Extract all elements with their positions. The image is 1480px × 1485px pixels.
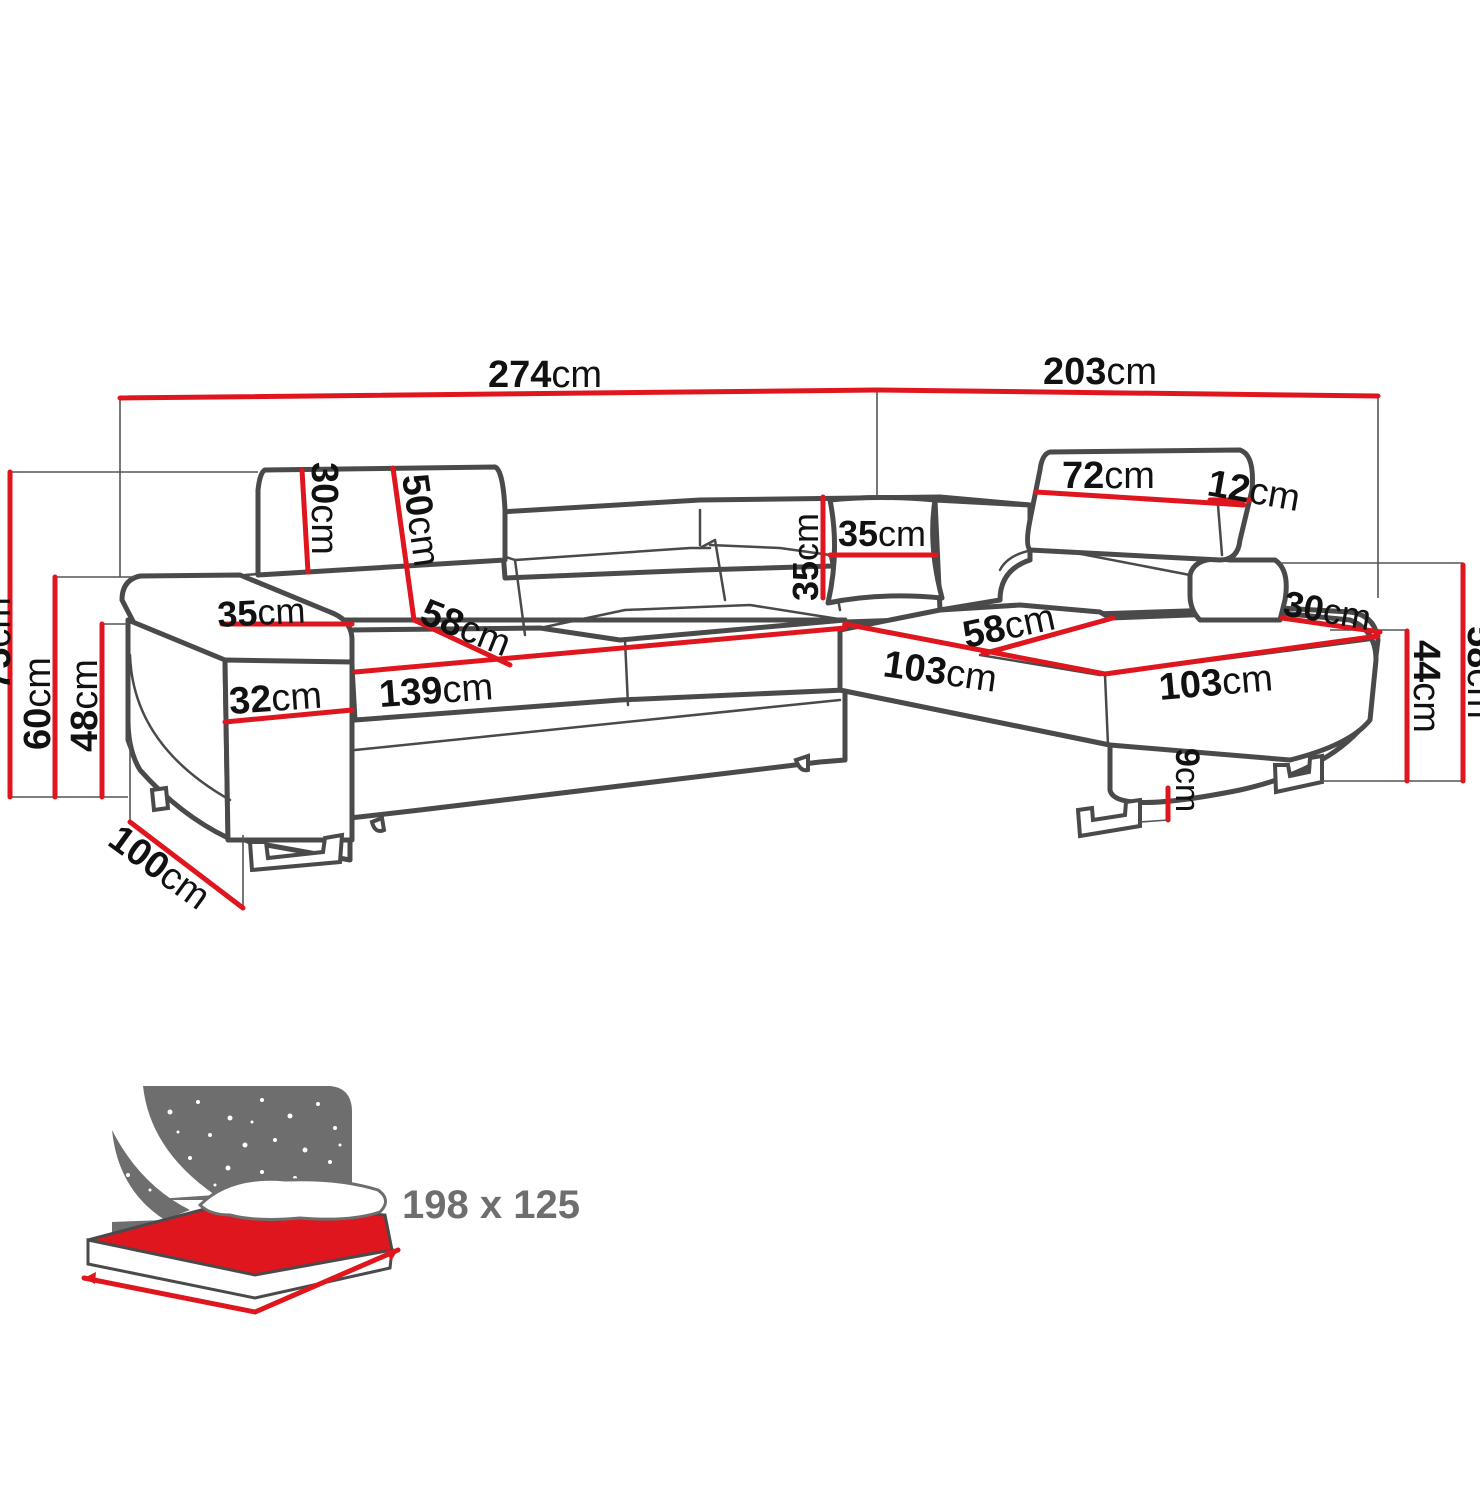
moon-cut-shape	[143, 1086, 215, 1200]
label-274: 274cm	[488, 354, 602, 396]
label-35-pillow-h: 35cm	[785, 513, 826, 601]
dim-line-30-right	[1279, 615, 1383, 635]
label-9: 9cm	[1168, 748, 1206, 812]
label-58-back: 58cm	[1459, 626, 1480, 719]
label-72: 72cm	[1062, 455, 1155, 497]
label-58-right: 58cm	[959, 596, 1059, 656]
label-12: 12cm	[1204, 463, 1303, 521]
dim-line-103-length	[1102, 633, 1381, 677]
label-50: 50cm	[393, 471, 448, 569]
label-35-pillow-w: 35cm	[838, 513, 926, 554]
label-139: 139cm	[378, 666, 495, 716]
dim-line-203	[874, 387, 1381, 399]
sofa-drawing	[119, 447, 1381, 873]
label-48: 48cm	[64, 659, 106, 752]
dim-line-30-headrest	[299, 467, 311, 575]
width-arrow	[81, 1247, 401, 1315]
bed-size-label: 198 x 125	[402, 1183, 580, 1227]
dim-line-103-chaise	[842, 621, 1108, 677]
dim-line-58-right	[980, 615, 1116, 657]
pillow-shape	[197, 1177, 387, 1221]
label-30-headrest: 30cm	[303, 462, 345, 555]
label-32: 32cm	[228, 675, 324, 723]
label-30-right: 30cm	[1281, 583, 1375, 639]
label-103-chaise: 103cm	[881, 643, 1000, 700]
dimension-lines	[7, 387, 1466, 911]
sleeping-area-icon: 198 x 125	[81, 1086, 580, 1315]
label-75: 75cm	[0, 597, 19, 690]
dim-line-100	[127, 819, 246, 911]
dim-line-274	[117, 387, 880, 401]
stars	[126, 1098, 342, 1202]
label-100: 100cm	[101, 817, 218, 918]
dim-line-72	[1033, 489, 1247, 508]
dim-line-139	[352, 625, 848, 675]
label-35-arm: 35cm	[216, 589, 306, 635]
dim-line-32	[222, 707, 355, 725]
extension-lines	[10, 390, 1463, 908]
dim-line-50	[390, 465, 417, 623]
label-103-length: 103cm	[1157, 657, 1274, 709]
label-44: 44cm	[1405, 640, 1447, 733]
dimension-labels: 274cm 203cm 30cm 50cm 35cm 58cm 32cm 139…	[0, 351, 1480, 918]
label-203: 203cm	[1043, 351, 1157, 393]
label-60: 60cm	[17, 657, 59, 750]
night-sky-shape	[143, 1086, 352, 1200]
